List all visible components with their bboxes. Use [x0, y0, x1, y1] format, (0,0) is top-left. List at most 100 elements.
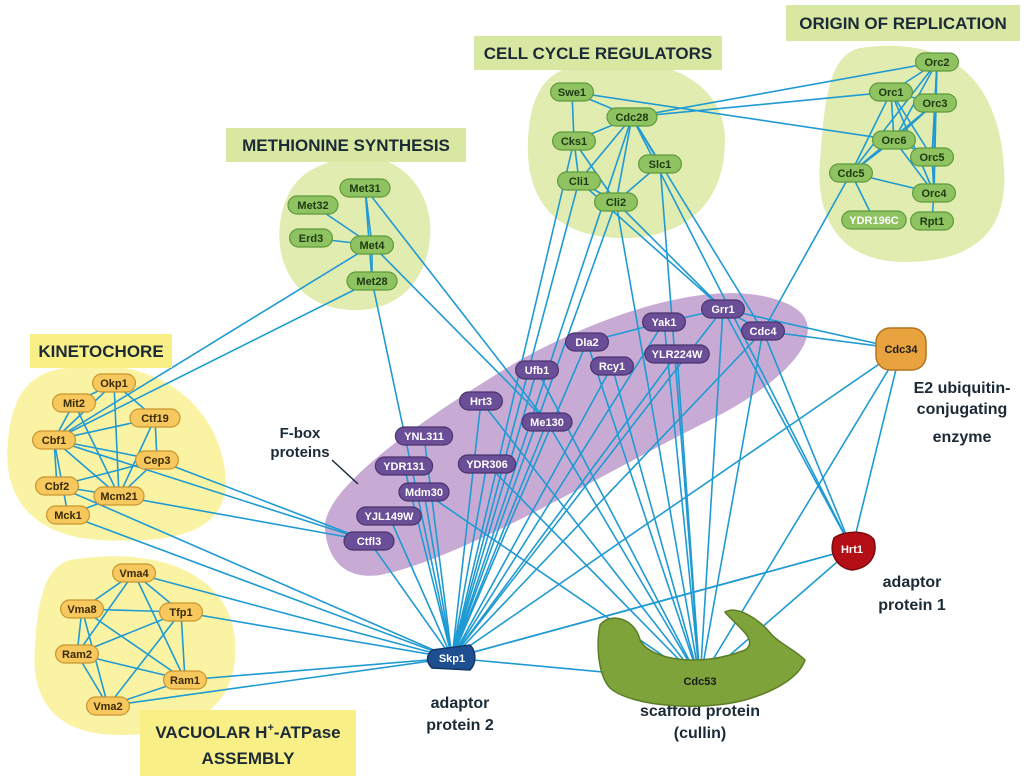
edge-tfp1-skp1: [180, 611, 453, 659]
edge-grr1-cdc53: [699, 308, 724, 682]
edge-mck1-skp1: [67, 514, 453, 659]
edge-mdm30-cdc53: [423, 491, 701, 682]
node-hrt3: Hrt3: [459, 391, 504, 411]
node-label-ram2: Ram2: [62, 649, 92, 661]
node-pill-orc1: [868, 82, 913, 102]
node-label-swe1: Swe1: [558, 87, 586, 99]
hrt1-node-shape: [831, 531, 876, 571]
edge-grr1-cdc34: [722, 308, 902, 350]
node-mit2: Mit2: [51, 393, 96, 413]
node-pill-ynl311: [394, 426, 454, 446]
edge-vma8-ram1: [81, 608, 186, 681]
edge-yak1-skp1: [451, 321, 665, 659]
node-pill-cep3: [135, 450, 180, 470]
edge-yjl149w-skp1: [388, 515, 453, 659]
node-pill-slc1: [637, 154, 682, 174]
edge-swe1-orc6: [571, 91, 895, 141]
node-orc4: Orc4: [911, 183, 956, 203]
node-cdc28: Cdc28: [606, 107, 658, 127]
node-pill-cdc4: [740, 321, 785, 341]
node-yak1: Yak1: [641, 312, 686, 332]
edge-cbf1-met4: [53, 244, 373, 441]
node-label-grr1: Grr1: [711, 304, 734, 316]
edge-cdc28-orc1: [631, 91, 892, 118]
edge-cdc4-hrt1: [762, 330, 853, 550]
e2-label-line3: enzyme: [933, 429, 992, 446]
edge-cbf2-skp1: [56, 485, 453, 659]
edge-cbf1-ctfl3: [53, 439, 370, 542]
edge-cdc4-skp1: [451, 330, 764, 659]
edge-skp1-cdc34: [451, 348, 902, 659]
scaffold-label-line2: (cullin): [674, 725, 726, 742]
node-label-orc5: Orc5: [919, 152, 944, 164]
adaptor1-label-line1: adaptor: [883, 574, 942, 591]
node-label-vma8: Vma8: [67, 604, 96, 616]
cdc53-cullin-shape: [597, 609, 806, 707]
node-label-ctf19: Ctf19: [141, 413, 169, 425]
kinetochore-title: KINETOCHORE: [38, 342, 163, 361]
edge-hrt3-skp1: [451, 400, 482, 659]
node-label-met28: Met28: [356, 276, 387, 288]
node-pill-ydr131: [374, 456, 434, 476]
fbox-label-line1: F-box: [280, 425, 321, 442]
node-label-cdc34: Cdc34: [884, 344, 918, 356]
node-met31: Met31: [339, 178, 391, 198]
edge-ydr306-cdc53: [486, 463, 701, 682]
methionine-title: METHIONINE SYNTHESIS: [242, 136, 450, 155]
node-pill-ufb1: [514, 360, 559, 380]
edge-vma4-skp1: [133, 572, 453, 659]
origin-title: ORIGIN OF REPLICATION: [799, 14, 1006, 33]
node-label-rcy1: Rcy1: [599, 361, 625, 373]
node-vma8: Vma8: [59, 599, 104, 619]
node-pill-tfp1: [159, 602, 204, 622]
node-pill-orc2: [914, 52, 959, 72]
node-met4: Met4: [350, 235, 395, 255]
edge-cdc28-cdc4: [631, 116, 764, 332]
methionine-title-box: [226, 128, 466, 162]
node-cdc53: Cdc53: [683, 676, 716, 688]
node-pill-mit2: [51, 393, 96, 413]
node-pill-met28: [346, 271, 398, 291]
node-cks1: Cks1: [551, 131, 596, 151]
node-label-ynl311: YNL311: [404, 431, 444, 443]
edge-met31-me130: [364, 187, 548, 423]
node-label-ydr306: YDR306: [466, 459, 508, 471]
node-label-ufb1: Ufb1: [525, 365, 549, 377]
edge-mcm21-ctfl3: [118, 495, 370, 542]
node-dla2: Dla2: [564, 332, 609, 352]
node-pill-ydr196c: [841, 210, 907, 230]
node-rpt1: Rpt1: [909, 211, 954, 231]
node-tfp1: Tfp1: [159, 602, 204, 622]
node-pill-yak1: [641, 312, 686, 332]
edge-ram1-skp1: [184, 657, 453, 681]
edge-hrt3-cdc53: [480, 400, 701, 682]
node-pill-me130: [521, 412, 573, 432]
node-cli1: Cli1: [556, 171, 601, 191]
node-cdc34: Cdc34: [884, 344, 918, 356]
cdc34-node-shape: [875, 327, 927, 371]
node-cdc5: Cdc5: [828, 163, 873, 183]
edge-yak1-cdc53: [663, 321, 701, 682]
skp1-node-shape: [426, 644, 476, 671]
edge-vma4-ram1: [133, 572, 186, 681]
node-orc3: Orc3: [912, 93, 957, 113]
node-label-vma2: Vma2: [93, 701, 122, 713]
node-vma2: Vma2: [85, 696, 130, 716]
vacuolar-title-box: [140, 710, 356, 776]
node-label-dla2: Dla2: [575, 337, 598, 349]
edge-tfp1-vma2: [107, 611, 182, 707]
node-label-met4: Met4: [359, 240, 385, 252]
edge-cdc4-cdc53: [699, 330, 764, 682]
node-label-yak1: Yak1: [651, 317, 676, 329]
edge-mdm30-skp1: [423, 491, 453, 659]
node-ydr306: YDR306: [457, 454, 517, 474]
node-rcy1: Rcy1: [589, 356, 634, 376]
node-pill-mcm21: [93, 486, 145, 506]
node-label-mcm21: Mcm21: [100, 491, 137, 503]
node-pill-yjl149w: [356, 506, 422, 526]
edge-dla2-cdc53: [586, 341, 701, 682]
node-orc2: Orc2: [914, 52, 959, 72]
edge-cdc28-cli1: [578, 116, 633, 182]
edge-met31-met28: [364, 187, 373, 282]
